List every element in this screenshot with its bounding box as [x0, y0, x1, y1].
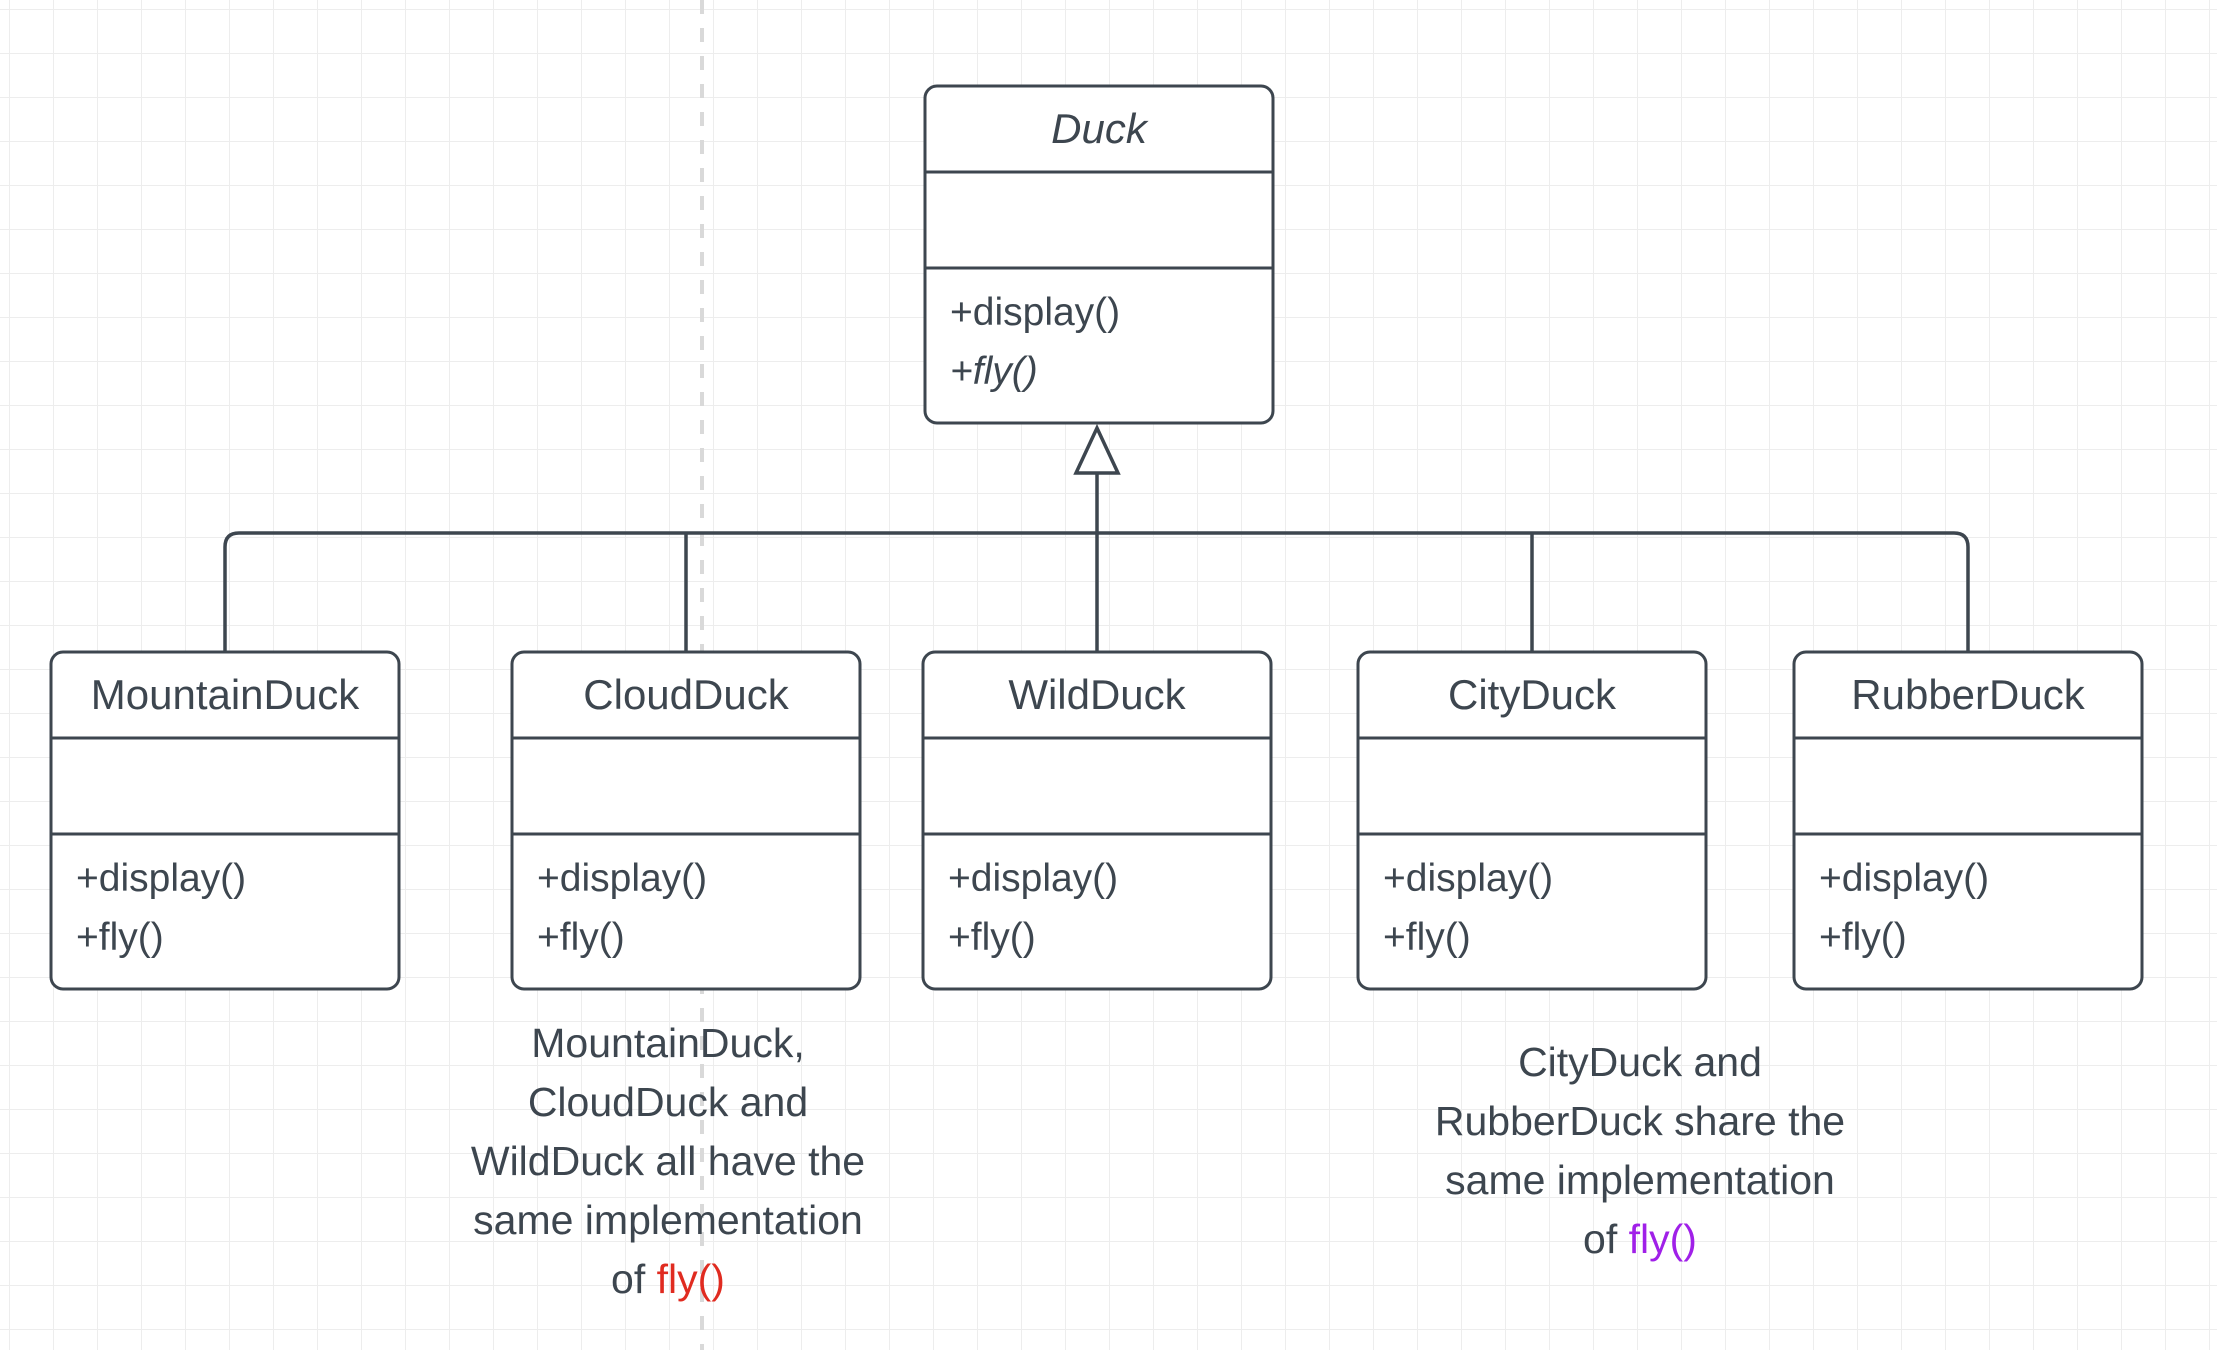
method-fly-cloudduck: +fly() [537, 916, 625, 959]
method-display-cloudduck: +display() [537, 857, 707, 900]
class-box-outline [921, 650, 1273, 991]
class-name-mountainduck: MountainDuck [91, 671, 360, 718]
class-box-outline [49, 650, 401, 991]
method-fly-mountainduck: +fly() [76, 916, 164, 959]
inheritance-arrowhead-icon [1073, 423, 1121, 475]
caption-left-line-4: same implementation [473, 1197, 863, 1243]
caption-right: CityDuck and RubberDuck share the same i… [1435, 1039, 1845, 1262]
caption-left: MountainDuck, CloudDuck and WildDuck all… [471, 1020, 865, 1302]
class-name-rubberduck: RubberDuck [1851, 671, 2085, 718]
class-box-outline [1356, 650, 1708, 991]
class-box-outline [1792, 650, 2144, 991]
class-box-cloudduck[interactable]: CloudDuck +display() +fly() [510, 650, 862, 991]
caption-right-of-word: of [1583, 1216, 1629, 1262]
class-box-outline [923, 84, 1275, 425]
method-display-rubberduck: +display() [1819, 857, 1989, 900]
caption-right-line-1: CityDuck and [1518, 1039, 1762, 1085]
class-name-cityduck: CityDuck [1448, 671, 1617, 718]
generalization-connectors [223, 423, 1970, 652]
method-display-duck: +display() [950, 291, 1120, 334]
method-fly-duck: +fly() [950, 350, 1038, 393]
caption-left-line-5: of fly() [611, 1256, 725, 1302]
class-box-wildduck[interactable]: WildDuck +display() +fly() [921, 650, 1273, 991]
caption-left-highlight: fly() [657, 1256, 725, 1302]
caption-left-line-2: CloudDuck and [528, 1079, 808, 1125]
caption-right-highlight: fly() [1629, 1216, 1697, 1262]
class-name-duck: Duck [1051, 105, 1149, 152]
method-display-mountainduck: +display() [76, 857, 246, 900]
caption-right-line-4: of fly() [1583, 1216, 1697, 1262]
caption-right-line-3: same implementation [1445, 1157, 1835, 1203]
class-box-duck[interactable]: Duck +display() +fly() [923, 84, 1275, 425]
class-box-mountainduck[interactable]: MountainDuck +display() +fly() [49, 650, 401, 991]
class-name-wildduck: WildDuck [1008, 671, 1186, 718]
method-fly-wildduck: +fly() [948, 916, 1036, 959]
class-box-rubberduck[interactable]: RubberDuck +display() +fly() [1792, 650, 2144, 991]
method-display-wildduck: +display() [948, 857, 1118, 900]
method-fly-cityduck: +fly() [1383, 916, 1471, 959]
caption-left-of-word: of [611, 1256, 657, 1302]
class-name-cloudduck: CloudDuck [583, 671, 789, 718]
method-fly-rubberduck: +fly() [1819, 916, 1907, 959]
class-box-outline [510, 650, 862, 991]
caption-left-line-1: MountainDuck, [531, 1020, 804, 1066]
method-display-cityduck: +display() [1383, 857, 1553, 900]
class-box-cityduck[interactable]: CityDuck +display() +fly() [1356, 650, 1708, 991]
caption-left-line-3: WildDuck all have the [471, 1138, 865, 1184]
caption-right-line-2: RubberDuck share the [1435, 1098, 1845, 1144]
